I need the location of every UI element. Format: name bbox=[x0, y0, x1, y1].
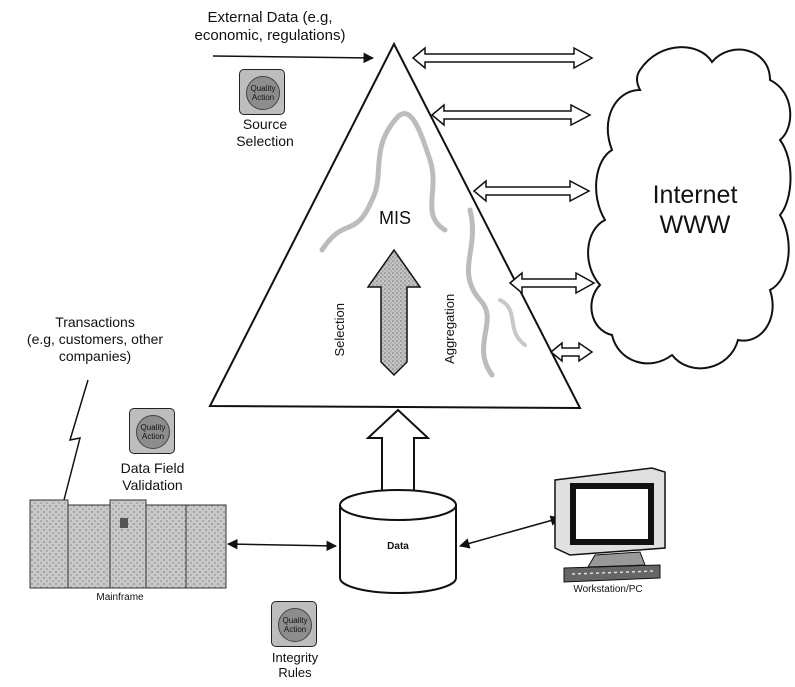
external-data-line-1: External Data (e.g, bbox=[207, 9, 333, 26]
integrity-rules-line-1: Integrity bbox=[271, 650, 319, 665]
external-data-arrow bbox=[212, 52, 375, 64]
transactions-label: Transactions (e.g, customers, other comp… bbox=[0, 314, 190, 364]
badge-text-1: Quality bbox=[140, 423, 166, 432]
internet-line-2: WWW bbox=[659, 211, 731, 239]
data-label: Data bbox=[387, 541, 409, 552]
selection-label: Selection bbox=[332, 303, 348, 357]
data-field-validation-label: Data Field Validation bbox=[100, 460, 205, 494]
squiggle-right bbox=[465, 207, 495, 378]
aggregation-label: Aggregation bbox=[442, 293, 458, 364]
badge-frame: Quality Action bbox=[239, 69, 285, 115]
quality-action-icon: Quality Action bbox=[136, 415, 170, 449]
source-selection-label: Source Selection bbox=[225, 116, 305, 150]
external-data-line-2: economic, regulations) bbox=[194, 27, 346, 44]
badge-text-2: Action bbox=[141, 432, 165, 441]
mis-up-arrow bbox=[366, 248, 422, 377]
external-data-label: External Data (e.g, economic, regulation… bbox=[180, 9, 360, 45]
quality-action-icon: Quality Action bbox=[278, 608, 312, 642]
quality-action-badge-source: Quality Action bbox=[236, 66, 288, 118]
transactions-lightning bbox=[63, 379, 89, 501]
integrity-rules-label: Integrity Rules bbox=[260, 650, 330, 681]
internet-label: Internet WWW bbox=[630, 180, 760, 240]
badge-text-1: Quality bbox=[282, 616, 308, 625]
quality-action-badge-integrity: Quality Action bbox=[268, 598, 320, 650]
workstation-icon bbox=[554, 467, 666, 583]
data-workstation-link bbox=[458, 515, 562, 549]
badge-text-2: Action bbox=[283, 625, 307, 634]
internet-line-1: Internet bbox=[652, 181, 738, 209]
badge-frame: Quality Action bbox=[271, 601, 317, 647]
mainframe-data-link bbox=[226, 538, 338, 552]
mis-label: MIS bbox=[378, 208, 411, 228]
badge-frame: Quality Action bbox=[129, 408, 175, 454]
mainframe-label: Mainframe bbox=[96, 592, 144, 603]
data-field-validation-line-2: Validation bbox=[122, 476, 183, 493]
badge-text-2: Action bbox=[251, 93, 275, 102]
quality-action-badge-validation: Quality Action bbox=[126, 405, 178, 457]
source-selection-line-1: Source bbox=[242, 116, 288, 132]
integrity-rules-line-2: Rules bbox=[278, 664, 312, 680]
transactions-line-1: Transactions bbox=[55, 314, 135, 330]
transactions-line-3: companies) bbox=[58, 347, 132, 364]
internet-cloud bbox=[587, 46, 792, 370]
internet-links bbox=[411, 46, 596, 363]
workstation-label: Workstation/PC bbox=[573, 584, 643, 595]
transactions-line-2: (e.g, customers, other bbox=[26, 330, 164, 347]
mainframe-icon bbox=[29, 499, 227, 589]
data-field-validation-line-1: Data Field bbox=[120, 460, 185, 476]
source-selection-line-2: Selection bbox=[236, 132, 294, 149]
data-cylinder bbox=[339, 489, 457, 594]
badge-text-1: Quality bbox=[250, 84, 276, 93]
squiggle-left bbox=[319, 111, 448, 253]
squiggle-right-2 bbox=[498, 298, 527, 347]
quality-action-icon: Quality Action bbox=[246, 76, 280, 110]
